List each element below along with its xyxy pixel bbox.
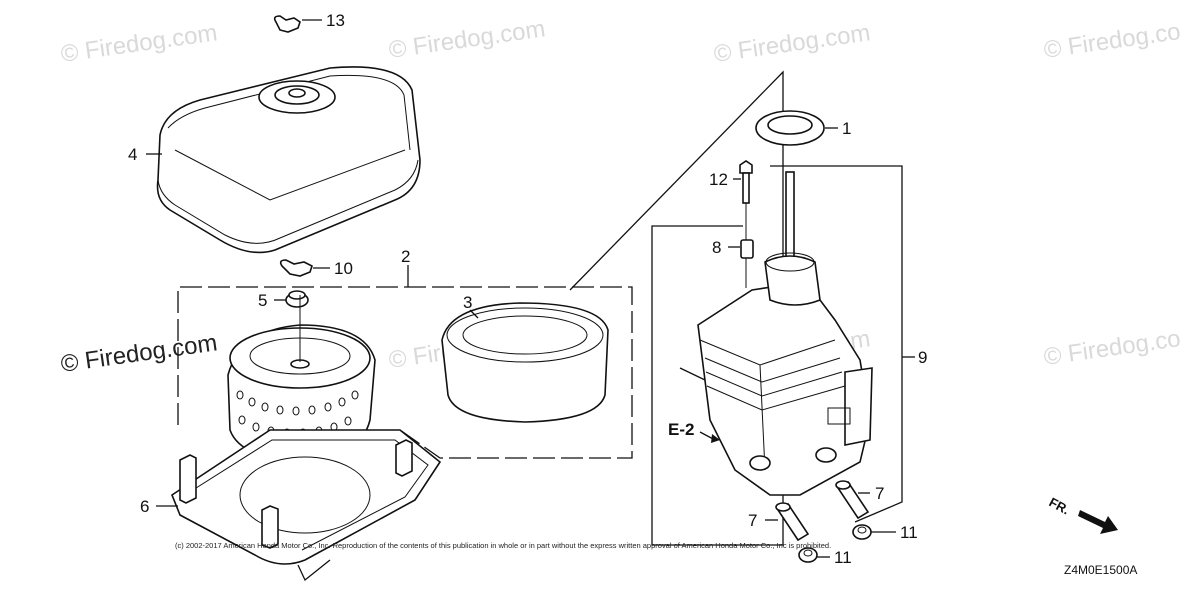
copyright-notice: (c) 2002-2017 American Honda Motor Co., … [175, 541, 831, 550]
stud [785, 171, 795, 263]
part-5-grommet [285, 290, 309, 308]
callout-3: 3 [463, 293, 472, 312]
watermark: © Firedog.com [387, 15, 547, 64]
reference-label-e2: E-2 [668, 420, 694, 439]
callout-7-lower: 7 [748, 511, 757, 530]
front-arrow-icon [1078, 510, 1118, 534]
leader-lines [146, 19, 915, 558]
callout-9: 9 [918, 348, 927, 367]
part-2-bracket [177, 265, 633, 459]
callout-11-right: 11 [900, 523, 918, 542]
watermark: © Firedog.com [59, 329, 219, 378]
callout-6: 6 [140, 497, 149, 516]
callout-13: 13 [326, 11, 345, 30]
front-direction-indicator: FR. [1047, 494, 1118, 534]
part-10-wing-nut [279, 259, 313, 277]
reference-guide-e2 [679, 367, 720, 443]
front-label: FR. [1047, 494, 1073, 517]
watermark: © Firedog.com [712, 19, 872, 68]
callout-5: 5 [258, 291, 267, 310]
part-9-bracket [770, 165, 903, 523]
callout-11-left: 11 [834, 548, 852, 567]
assembly-guide-line [569, 70, 784, 546]
callout-2: 2 [401, 247, 410, 266]
part-9-case [697, 252, 873, 496]
part-12-bolt [739, 160, 753, 240]
callouts: 1 2 3 4 5 6 7 7 8 9 10 11 11 12 13 [128, 11, 927, 567]
diagram-code: Z4M0E1500A [1064, 563, 1137, 577]
part-6-guide [297, 559, 331, 582]
callout-7-upper: 7 [875, 484, 884, 503]
part-6-base [171, 429, 442, 565]
watermark: © Firedog.com [1042, 322, 1180, 371]
part-4-cover [156, 66, 421, 254]
watermark: © Firedog.com [59, 19, 219, 68]
part-7-hose-upper [835, 480, 870, 520]
part-3-foam-element [441, 302, 609, 423]
callout-12: 12 [709, 170, 728, 189]
callout-8: 8 [712, 238, 721, 257]
callout-1: 1 [842, 119, 851, 138]
part-8-collar [740, 239, 754, 288]
part-7-hose-lower [775, 502, 810, 542]
part-11-nut-left [798, 547, 818, 563]
callout-4: 4 [128, 145, 137, 164]
part-13-wing-nut [273, 15, 301, 33]
watermark: © Firedog.com [1042, 15, 1180, 64]
part-2-filter-element [227, 295, 376, 463]
callout-10: 10 [334, 259, 353, 278]
part-11-nut-right [852, 524, 872, 540]
part-1-seal [755, 110, 825, 146]
